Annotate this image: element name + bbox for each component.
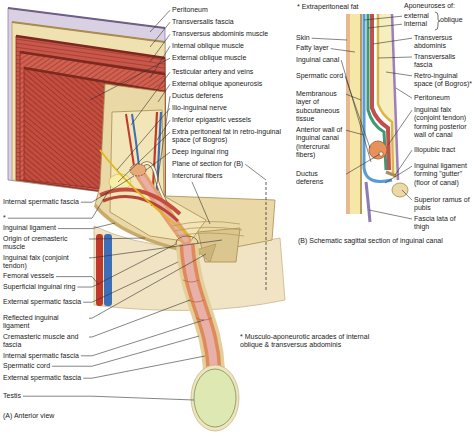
leader-line [150, 10, 170, 32]
part-label: External oblique muscle [172, 54, 246, 62]
part-label: Fatty layer [296, 44, 329, 52]
leader-line [117, 108, 170, 170]
part-label: Inguinal canal [296, 56, 339, 64]
part-label: Inguinal ligament [3, 224, 56, 232]
panel-caption: (A) Anterior view [3, 412, 54, 420]
leader-line [396, 88, 412, 98]
part-label: Skin [296, 34, 310, 42]
part-label: External oblique aponeurosis [172, 80, 262, 88]
part-label: Ilio-inguinal nerve [172, 104, 227, 112]
part-label: Inguinal falx (conjoint tendon) [3, 254, 87, 271]
leader-line [89, 240, 222, 258]
leader-line [402, 190, 412, 200]
leader-line [158, 84, 170, 102]
footnote: * Extraperitoneal fat [297, 3, 358, 11]
part-label: Testicular artery and veins [172, 68, 253, 76]
leader-line [146, 152, 170, 170]
footnote: * Musculo-aponeurotic arcades of interna… [240, 333, 390, 350]
leader-line [368, 24, 402, 28]
part-label: external [404, 12, 429, 20]
part-label: oblique [440, 16, 463, 24]
leader-line [245, 164, 266, 180]
part-label: Transversalis fascia [172, 18, 234, 26]
leader-line [90, 58, 170, 100]
part-label: Inguinal ligament forming "gutter" (floo… [414, 162, 472, 187]
leader-line [157, 120, 170, 140]
part-label: Peritoneum [414, 94, 450, 102]
leader-line [331, 49, 355, 52]
leader-line [373, 38, 412, 44]
part-label: Internal oblique muscle [172, 42, 244, 50]
part-label: Fascia lata of thigh [414, 215, 472, 232]
part-label: Spermatic cord [296, 72, 343, 80]
part-label: Superior ramus of pubis [414, 196, 472, 213]
part-label: Deep inguinal ring [172, 148, 228, 156]
part-label: External spermatic fascia [3, 298, 81, 306]
part-label: Plane of section for (B) [172, 160, 243, 168]
part-label: Transversus abdominis [414, 34, 472, 51]
leader-line [23, 396, 194, 400]
part-label: Internal spermatic fascia [3, 198, 79, 206]
part-label: * [3, 214, 6, 222]
part-label: Aponeuroses of: [404, 2, 455, 10]
part-label: Peritoneum [172, 6, 208, 14]
leader-line [118, 132, 170, 182]
leader-line [364, 16, 402, 20]
part-label: Anterior wall of inguinal canal (intercr… [296, 126, 344, 160]
part-label: Reflected inguinal ligament [3, 314, 87, 331]
leader-line [58, 223, 115, 229]
leader-line [346, 94, 361, 100]
part-label: Ductus deferens [296, 170, 344, 187]
leader-line [89, 238, 145, 239]
part-label: Testis [3, 392, 21, 400]
leader-line [150, 46, 170, 78]
part-label: Membranous layer of subcutaneous tissue [296, 90, 344, 124]
leader-line [81, 320, 204, 356]
part-label: Origin of cremasteric muscle [3, 235, 87, 252]
leader-line [8, 192, 108, 218]
part-label: Spermatic cord [3, 362, 50, 370]
leader-line [192, 182, 210, 224]
leader-line [345, 76, 370, 148]
part-label: internal [404, 20, 427, 28]
part-label: Transversalis fascia [414, 53, 472, 70]
part-label: Iliopubic tract [414, 146, 455, 154]
leader-line [341, 60, 371, 162]
part-label: Internal spermatic fascia [3, 352, 79, 360]
leader-line [81, 176, 134, 202]
leader-line [89, 300, 190, 337]
part-label: Ductus deferens [172, 92, 223, 100]
leader-line [89, 254, 206, 318]
part-label: Inferior epigastric vessels [172, 116, 251, 124]
leader-line [369, 210, 412, 219]
leader-line [386, 72, 412, 76]
leader-line [150, 34, 170, 62]
leader-line [346, 130, 364, 135]
leader-line [388, 110, 412, 145]
part-label: Transversus abdominis muscle [172, 30, 268, 38]
leader-line [378, 57, 412, 59]
leader-line [157, 96, 170, 184]
panel-caption: (B) Schematic sagittal section of inguin… [298, 237, 443, 245]
leader-line [150, 22, 170, 47]
leader-line [346, 154, 380, 174]
part-label: Superficial inguinal ring [3, 283, 75, 291]
part-label: Cremasteric muscle and fascia [3, 333, 87, 350]
part-label: Extra peritoneal fat in retro-inguinal s… [172, 128, 290, 145]
part-label: External spermatic fascia [3, 374, 81, 382]
part-label: Femoral vessels [3, 272, 54, 280]
part-label: Inguinal falx (conjoint tendon) forming … [414, 106, 472, 140]
leader-line [312, 38, 347, 40]
leader-line [131, 72, 170, 125]
leader-line [385, 166, 412, 183]
leader-line [77, 244, 176, 287]
part-label: Intercrural fibers [172, 172, 223, 180]
leader-line [83, 356, 205, 378]
part-label: Retro-inguinal space (of Bogros)* [414, 72, 472, 89]
